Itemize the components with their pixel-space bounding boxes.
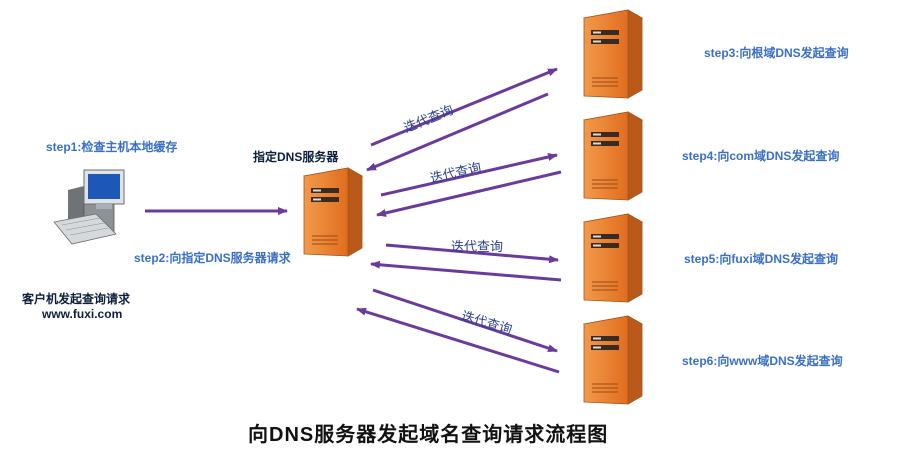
client-url: www.fuxi.com [42, 307, 123, 321]
com-dns-server-icon [583, 111, 643, 201]
step5-label: step5:向fuxi域DNS发起查询 [684, 252, 839, 266]
client-computer-icon [53, 169, 125, 245]
client-label: 客户机发起查询请求 [22, 292, 131, 306]
step1-label: step1:检查主机本地缓存 [46, 140, 178, 154]
iterative-query-label: 迭代查询 [451, 239, 504, 254]
www-dns-server-icon [583, 315, 643, 405]
step3-label: step3:向根域DNS发起查询 [704, 46, 849, 60]
diagram-title: 向DNS服务器发起域名查询请求流程图 [248, 424, 609, 446]
step6-label: step6:向www域DNS发起查询 [682, 354, 843, 368]
arrow-fuxi-to-dns [370, 260, 562, 282]
root-dns-server-icon [583, 9, 643, 99]
arrow-dns-to-com [380, 153, 558, 197]
arrow-dns-to-fuxi [385, 243, 559, 264]
arrow-root-to-dns [366, 92, 549, 172]
dns-server-icon [303, 167, 363, 257]
dns-server-label: 指定DNS服务器 [253, 150, 339, 164]
arrow-com-to-dns [376, 170, 562, 217]
fuxi-dns-server-icon [583, 213, 643, 303]
step4-label: step4:向com域DNS发起查询 [682, 149, 840, 163]
step2-label: step2:向指定DNS服务器请求 [134, 251, 291, 265]
arrow-www-to-dns [356, 307, 560, 374]
arrow-dns-to-root [370, 67, 558, 147]
arrow-dns-to-www [372, 288, 558, 353]
